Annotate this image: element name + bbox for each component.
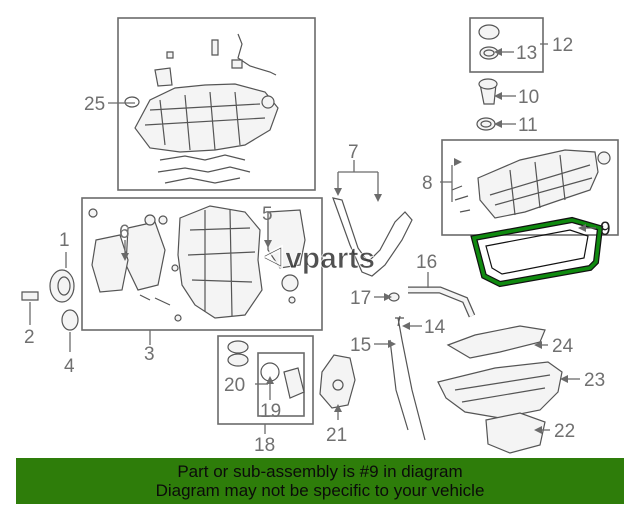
callout-13: 13 — [516, 43, 537, 64]
box-intake-manifold-group — [117, 17, 316, 191]
callout-3: 3 — [144, 344, 155, 365]
callout-25: 25 — [84, 94, 105, 115]
valve-cover-gasket-part-highlighted — [470, 216, 604, 288]
callout-21: 21 — [326, 425, 347, 446]
callout-2: 2 — [24, 327, 35, 348]
callout-1: 1 — [59, 230, 70, 251]
callout-9: 9 — [600, 219, 611, 240]
callout-20: 20 — [224, 375, 245, 396]
info-banner: Part or sub-assembly is #9 in diagram Di… — [16, 458, 624, 504]
callout-10: 10 — [518, 87, 539, 108]
leader-lines — [29, 43, 596, 434]
valve-cover-part — [451, 149, 611, 219]
callout-6: 6 — [119, 222, 130, 243]
oil-filter-part — [227, 340, 305, 399]
oil-pump-part — [319, 354, 356, 409]
logo-text: ᐊvparts — [262, 242, 375, 275]
callout-23: 23 — [584, 370, 605, 391]
callout-4: 4 — [64, 356, 75, 377]
banner-line-disclaimer: Diagram may not be specific to your vehi… — [155, 481, 485, 500]
box-oil-cap-group — [469, 17, 544, 73]
oil-filler-neck-part — [476, 78, 498, 131]
intake-manifold-part — [124, 33, 279, 184]
callout-24: 24 — [552, 336, 574, 357]
crankshaft-pulley-part — [21, 269, 79, 331]
callout-22: 22 — [554, 421, 575, 442]
callout-7: 7 — [348, 142, 359, 163]
callout-12: 12 — [552, 35, 573, 56]
callout-labels: 1 2 3 4 5 6 7 8 9 10 11 12 13 14 15 16 1… — [24, 35, 611, 456]
callout-17: 17 — [350, 288, 371, 309]
callout-16: 16 — [416, 252, 437, 273]
callout-15: 15 — [350, 335, 371, 356]
box-timing-cover-group — [81, 197, 323, 331]
banner-line-part-info: Part or sub-assembly is #9 in diagram — [177, 462, 463, 481]
callout-14: 14 — [424, 317, 446, 338]
timing-chain-part — [332, 197, 413, 277]
dipstick-part — [389, 315, 426, 441]
box-valve-cover-group — [441, 139, 619, 236]
callout-19: 19 — [260, 401, 281, 422]
vparts-logo: ᐊvparts — [262, 242, 376, 276]
callout-5: 5 — [262, 204, 273, 225]
timing-cover-part — [88, 205, 306, 322]
oil-filler-cap-part — [478, 24, 500, 60]
oil-pan-part — [437, 325, 563, 454]
callout-11: 11 — [518, 115, 538, 136]
callout-18: 18 — [254, 435, 275, 456]
callout-8: 8 — [422, 173, 433, 194]
ventilation-hose-part — [388, 286, 476, 318]
